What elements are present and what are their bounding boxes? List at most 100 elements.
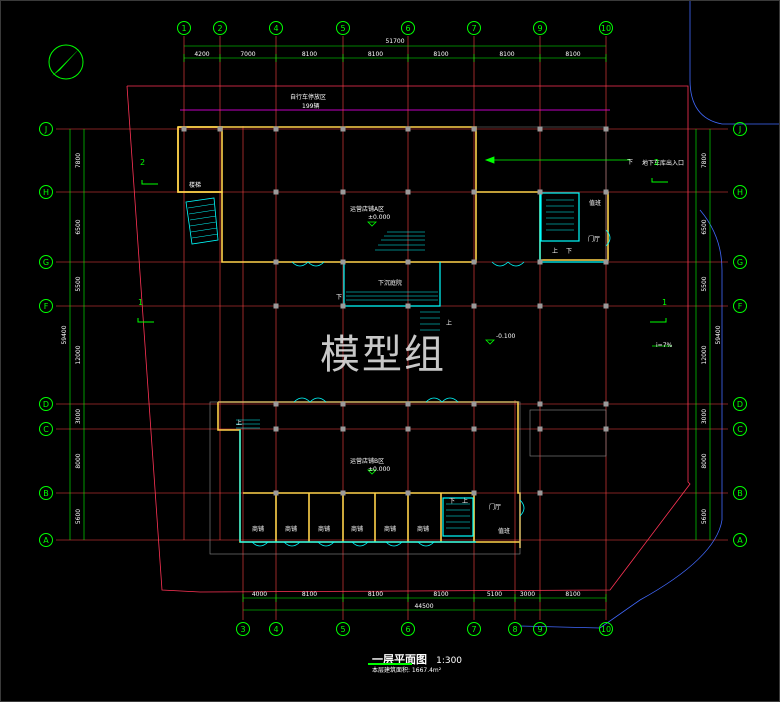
dim-top-seg: 8100 [565, 51, 580, 58]
dim-left-seg: 5500 [75, 276, 82, 291]
column [537, 189, 543, 195]
elevation-a-label: ±0.000 [368, 214, 391, 221]
dim-left-seg: 3000 [75, 409, 82, 424]
axis-right-C-label: C [737, 425, 743, 434]
axis-left-C-label: C [43, 425, 49, 434]
column [405, 426, 411, 432]
column [603, 126, 609, 132]
axis-left-B-circle [39, 486, 53, 500]
section-1-left: 1 [138, 298, 144, 307]
dim-top-seg: 8100 [368, 51, 383, 58]
elevation-b-label: ±0.000 [368, 466, 391, 473]
axis-bottom-3-circle [236, 622, 250, 636]
axis-right-H-circle [733, 185, 747, 199]
axis-bottom-5-circle [336, 622, 350, 636]
axis-right-A-label: A [737, 536, 743, 545]
axis-bottom-7-label: 7 [471, 625, 476, 634]
axis-bottom-6-label: 6 [405, 625, 410, 634]
axis-bottom-7-circle [467, 622, 481, 636]
door-swings [251, 229, 611, 547]
axis-left-J-label: J [44, 125, 47, 134]
watermark: 模型组 [320, 332, 446, 378]
dim-right-total: 59400 [715, 325, 722, 344]
axis-left-A-label: A [43, 536, 49, 545]
dim-left-seg: 12000 [75, 345, 82, 364]
dim-right-seg: 8000 [701, 453, 708, 468]
dim-top-seg: 8100 [302, 51, 317, 58]
column [340, 401, 346, 407]
column [603, 426, 609, 432]
plaza-elevation-label: -0.100 [496, 333, 516, 340]
axis-left-D-circle [39, 397, 53, 411]
axis-top-4-circle [269, 21, 283, 35]
column [537, 426, 543, 432]
column [273, 401, 279, 407]
section-2-right: 2 [654, 158, 660, 167]
axis-top-5-label: 5 [340, 24, 345, 33]
dim-bottom-seg: 8100 [565, 591, 580, 598]
shop-2-label: 商铺 [285, 526, 298, 533]
dim-top-seg: 8100 [433, 51, 448, 58]
lobby-1-label: 门厅 [588, 236, 601, 243]
column [537, 401, 543, 407]
axis-bottom-10-label: 10 [601, 625, 611, 634]
upper-building-cyan [343, 192, 608, 307]
column [273, 126, 279, 132]
stair-label: 楼梯 [189, 182, 202, 189]
column [471, 490, 477, 496]
north-arrow-icon [48, 44, 84, 80]
axis-left-B-label: B [43, 489, 49, 498]
column [340, 259, 346, 265]
drawing-scale: 1:300 [436, 656, 463, 666]
column [340, 490, 346, 496]
road-edge-lower [519, 209, 723, 629]
axis-bottom-9-circle [533, 622, 547, 636]
axis-right-F-label: F [738, 302, 743, 311]
axis-right-B-circle [733, 486, 747, 500]
axis-right-G-label: G [737, 258, 743, 267]
dim-left-seg: 5600 [75, 509, 82, 524]
dim-left-seg: 8000 [75, 453, 82, 468]
dimension-ticks [183, 54, 607, 602]
column [603, 401, 609, 407]
column [273, 189, 279, 195]
title-block: 一层平面图 1:300 本层建筑面积: 1667.4m² [368, 648, 463, 674]
axis-top-4-label: 4 [273, 24, 278, 33]
shop-1-label: 商铺 [252, 526, 265, 533]
fitness-a-label: 运营店铺A区 [350, 206, 385, 213]
column [603, 259, 609, 265]
column [340, 126, 346, 132]
upper-building [177, 126, 609, 263]
column [405, 401, 411, 407]
axis-bottom-4-label: 4 [273, 625, 278, 634]
columns [181, 126, 609, 496]
down-label-1: 下 [627, 159, 634, 166]
dim-bottom-seg: 5100 [487, 591, 502, 598]
bike-count-label: 199辆 [302, 103, 320, 110]
dim-bottom-seg: 8100 [302, 591, 317, 598]
dim-top-total: 51700 [385, 38, 404, 45]
column [471, 303, 477, 309]
site-boundary [126, 85, 691, 593]
column [537, 490, 543, 496]
axis-top-7-circle [467, 21, 481, 35]
axis-top-5-circle [336, 21, 350, 35]
axis-right-F-circle [733, 299, 747, 313]
axis-top-2-circle [213, 21, 227, 35]
up-label-3: 上 [236, 420, 243, 427]
dim-left-seg: 7800 [75, 153, 82, 168]
dim-bottom-seg: 8100 [368, 591, 383, 598]
dim-right-seg: 3000 [701, 409, 708, 424]
fitness-b-label: 运营店铺B区 [350, 458, 385, 465]
dimension-lines [69, 45, 711, 611]
axis-top-9-circle [533, 21, 547, 35]
column [471, 189, 477, 195]
duty-1-label: 值班 [589, 200, 602, 207]
shop-6-label: 商铺 [417, 526, 430, 533]
axis-top-1-circle [177, 21, 191, 35]
column [340, 189, 346, 195]
column [181, 126, 187, 132]
dim-top-seg: 4200 [194, 51, 209, 58]
